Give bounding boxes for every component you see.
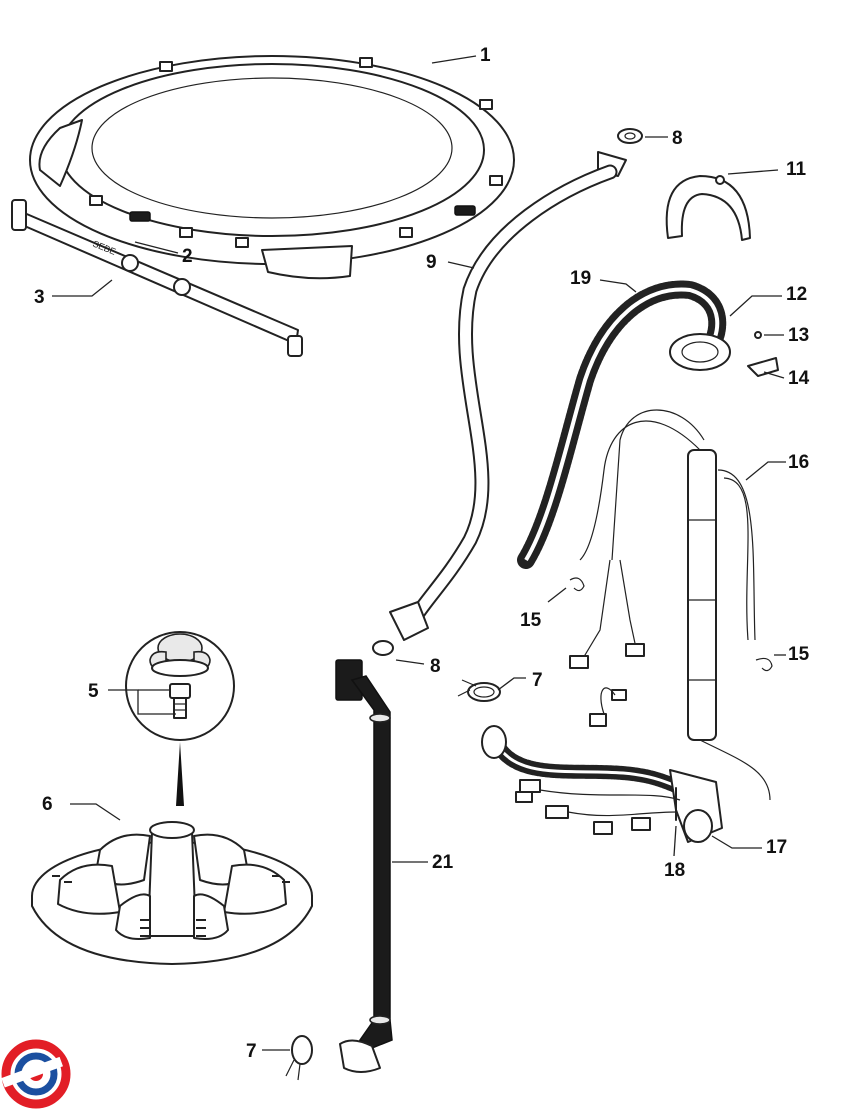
leader-7-upper <box>497 677 526 691</box>
leader-11 <box>727 169 779 175</box>
callout-14: 14 <box>788 368 810 389</box>
part-15-clip-b <box>755 657 773 672</box>
leader-9 <box>447 261 475 269</box>
leader-2 <box>134 241 179 254</box>
callout-2: 2 <box>182 246 193 267</box>
part-13-screw <box>754 331 762 339</box>
callout-8-top: 8 <box>672 128 683 149</box>
leader-17 <box>711 835 762 849</box>
callout-7-lower: 7 <box>246 1041 257 1062</box>
leader-3 <box>52 279 113 297</box>
callout-19: 19 <box>570 268 591 289</box>
part-19-drain-hose <box>517 280 727 569</box>
leader-18 <box>673 825 677 857</box>
part-21-standpipe <box>335 659 393 1073</box>
part-1-tub-ring <box>29 55 515 280</box>
leader-16 <box>745 461 786 481</box>
callout-18: 18 <box>664 860 685 881</box>
leader-1 <box>431 55 477 64</box>
part-12-clamp <box>669 333 731 371</box>
callout-21: 21 <box>432 852 454 873</box>
part-8-washer-lower <box>372 640 394 656</box>
brand-logo <box>1 1039 71 1109</box>
part-3-support-bar: SEBE <box>11 199 303 357</box>
leader-14 <box>763 371 785 379</box>
callout-13: 13 <box>788 325 809 346</box>
part-7-clamp-upper <box>457 679 501 702</box>
callout-6: 6 <box>42 794 53 815</box>
leader-19 <box>599 279 637 293</box>
callout-15-a: 15 <box>520 610 542 631</box>
callout-17: 17 <box>766 837 787 858</box>
callout-12: 12 <box>786 284 807 305</box>
callout-9: 9 <box>426 252 437 273</box>
part-17-drain-assembly <box>481 725 723 843</box>
part-16-wire-harness <box>569 409 771 801</box>
part-14-clip <box>747 357 779 377</box>
part-6-impeller <box>31 821 313 965</box>
callout-7-upper: 7 <box>532 670 543 691</box>
callout-5: 5 <box>88 681 99 702</box>
part-11-clip-bracket <box>665 175 751 241</box>
part-15-clip-a <box>569 577 585 592</box>
callout-11: 11 <box>786 159 807 180</box>
callout-3: 3 <box>34 287 45 308</box>
callout-15-b: 15 <box>788 644 810 665</box>
part-9-inlet-hose <box>389 151 627 641</box>
callout-1: 1 <box>480 45 491 66</box>
callout-8-lower: 8 <box>430 656 441 677</box>
callout-16: 16 <box>788 452 809 473</box>
part-7-clamp-lower <box>285 1035 313 1081</box>
part-8-washer-top <box>617 128 643 144</box>
pointer-arrow <box>176 742 184 806</box>
leader-12 <box>729 295 782 317</box>
leader-6 <box>70 803 121 821</box>
leader-15-a <box>547 587 567 603</box>
leader-8-lower <box>395 659 425 665</box>
part-5-cap-detail <box>125 631 235 741</box>
leader-5-a <box>108 689 176 715</box>
